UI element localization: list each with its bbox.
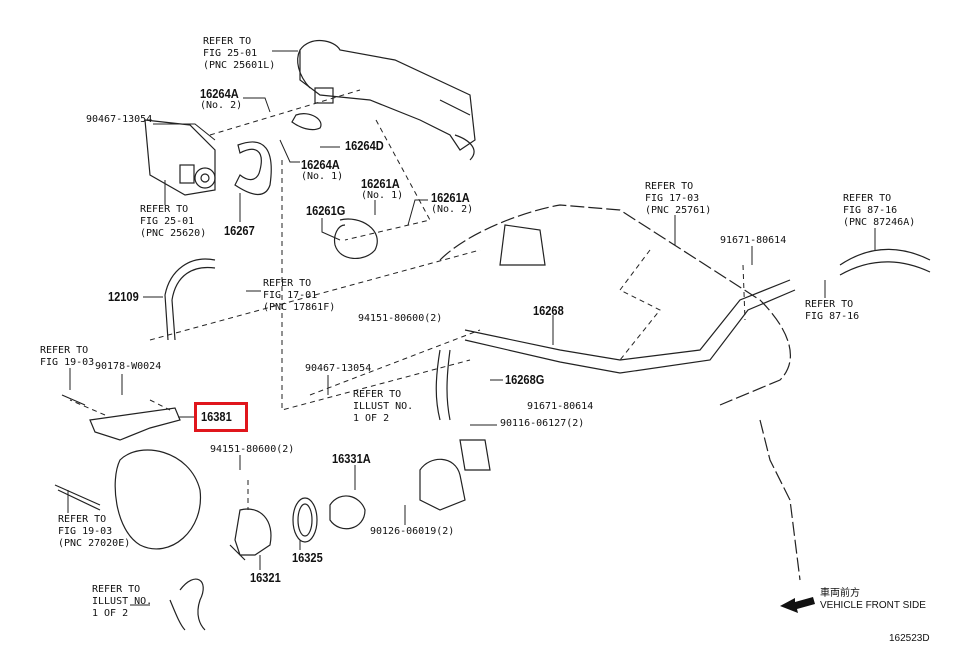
part-16261g[interactable]: 16261G [306, 203, 346, 218]
part-number-label: 90126-06019(2) [370, 526, 455, 537]
refer-label: REFER TO FIG 25-01 (PNC 25601L) [203, 36, 276, 71]
refer-label: REFER TO ILLUST NO. 1 OF 2 [92, 584, 153, 619]
part-number-label: 90116-06127(2) [500, 418, 585, 429]
part-16261a-no2[interactable]: 16261A [431, 190, 470, 205]
refer-label: REFER TO ILLUST NO. 1 OF 2 [353, 389, 414, 424]
figure-code: 162523D [889, 633, 930, 644]
hose-lower-right [435, 349, 451, 421]
egr-cooler [297, 40, 476, 161]
bolts [54, 394, 101, 511]
part-16331a[interactable]: 16331A [332, 451, 371, 466]
hose-16267 [234, 141, 272, 195]
part-16264a-no1[interactable]: 16264A [301, 157, 340, 172]
part-16268g[interactable]: 16268G [505, 372, 545, 387]
part-16264a-no2[interactable]: 16264A [200, 86, 239, 101]
refer-label: REFER TO FIG 17-03 (PNC 25761) [645, 181, 712, 216]
part-number-label: 94151-80600(2) [358, 313, 443, 324]
refer-label: REFER TO FIG 17-01 (PNC 17861F) [263, 278, 336, 313]
engine-outline [439, 204, 801, 581]
vehicle-front-label: 車両前方 VEHICLE FRONT SIDE [820, 588, 926, 611]
hose-87246a [839, 248, 931, 276]
refer-label: REFER TO FIG 19-03 (PNC 27020E) [58, 514, 131, 549]
housing [419, 439, 491, 511]
refer-label: REFER TO FIG 87-16 [805, 299, 860, 322]
part-number-label: 94151-80600(2) [210, 444, 295, 455]
bracket-16381 [89, 407, 181, 441]
part-number-label: 90467-13054 [305, 363, 372, 374]
engine-cap [499, 224, 546, 266]
egr-valve [144, 119, 216, 196]
part-number-label: 91671-80614 [527, 401, 594, 412]
thermostat-16331a [329, 495, 366, 530]
part-qualifier: (No. 1) [301, 171, 344, 182]
part-qualifier: (No. 2) [431, 204, 474, 215]
part-number-label: 90467-13054 [86, 114, 153, 125]
part-16325[interactable]: 16325 [292, 550, 323, 565]
gasket-16325 [292, 497, 318, 543]
water-pipe-16268 [464, 279, 796, 374]
refer-label: REFER TO FIG 87-16 (PNC 87246A) [843, 193, 916, 228]
highlight-box [194, 402, 248, 432]
hose-lower-left [169, 578, 206, 631]
part-16381[interactable]: 16381 [201, 409, 232, 424]
part-qualifier: (No. 2) [200, 100, 243, 111]
leader-lines [67, 50, 876, 606]
part-16261a-no1[interactable]: 16261A [361, 176, 400, 191]
refer-label: REFER TO FIG 25-01 (PNC 25620) [140, 204, 207, 239]
water-pump [114, 449, 202, 550]
water-inlet-16321 [229, 508, 272, 561]
part-16264d[interactable]: 16264D [345, 138, 384, 153]
part-qualifier: (No. 1) [361, 190, 404, 201]
part-16268[interactable]: 16268 [533, 303, 564, 318]
part-number-label: 90178-W0024 [95, 361, 162, 372]
part-12109[interactable]: 12109 [108, 289, 139, 304]
refer-label: REFER TO FIG 19-03 [40, 345, 95, 368]
part-number-label: 91671-80614 [720, 235, 787, 246]
dashed-leaders [69, 89, 746, 510]
part-16267[interactable]: 16267 [224, 223, 255, 238]
front-arrow-icon [780, 597, 815, 613]
part-16321[interactable]: 16321 [250, 570, 281, 585]
pipe-12109 [164, 258, 216, 341]
hose-16264d [291, 113, 322, 131]
hose-16261g [333, 218, 378, 259]
